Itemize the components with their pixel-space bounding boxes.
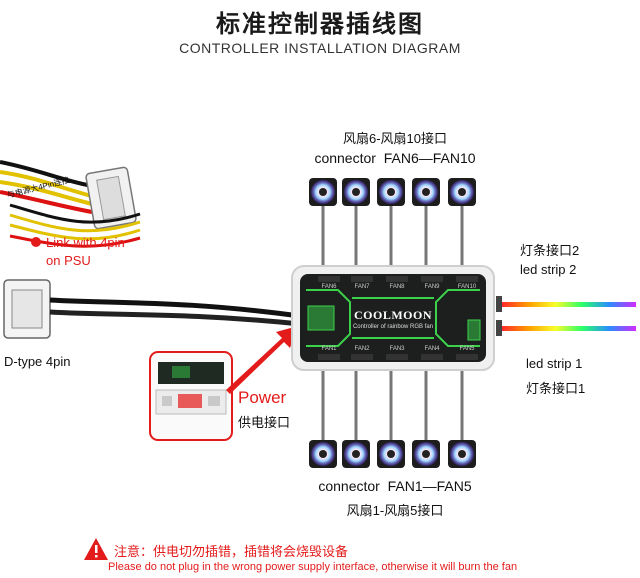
fan-icon [377, 440, 405, 468]
power-label-en: Power [238, 388, 287, 407]
port-label: FAN9 [424, 284, 440, 290]
controller-body [291, 265, 495, 371]
led-strip-1-label-cn: 灯条接口1 [526, 381, 586, 396]
led-strip-1-label-en: led strip 1 [526, 356, 583, 371]
fan-icon [412, 178, 440, 206]
dtype-label: D-type 4pin [4, 354, 71, 369]
warning-triangle-icon [84, 538, 108, 560]
bottom-fans [309, 440, 476, 468]
psu-molex-connector [0, 160, 141, 248]
power-inset [149, 351, 233, 441]
fan-icon [309, 178, 337, 206]
psu-link-label: Link with 4pin on PSU [46, 235, 125, 268]
title-english: CONTROLLER INSTALLATION DIAGRAM [179, 40, 461, 56]
bottom-fan-cables [321, 370, 464, 440]
port-label: FAN7 [354, 284, 370, 290]
fan-icon [448, 440, 476, 468]
fan-icon [342, 440, 370, 468]
top-connector-label-cn: 风扇6-风扇10接口 [342, 131, 448, 146]
port-label: FAN3 [389, 346, 405, 352]
led-strip-2-label-en: led strip 2 [520, 262, 577, 277]
led-strip-2-label-cn: 灯条接口2 [520, 243, 580, 258]
fan-icon [377, 178, 405, 206]
title-chinese: 标准控制器插线图 [216, 10, 424, 38]
warning-text-en: Please do not plug in the wrong power su… [108, 561, 518, 573]
power-label-cn: 供电接口 [238, 415, 291, 430]
controller-subtitle: Controller of rainbow RGB fan [352, 324, 434, 330]
link-dot-icon [31, 237, 41, 247]
port-label: FAN4 [424, 346, 440, 352]
top-fans [309, 178, 476, 206]
top-connector-label-en: connector FAN6—FAN10 [314, 150, 476, 166]
port-label: FAN1 [321, 346, 337, 352]
fan-icon [412, 440, 440, 468]
port-label: FAN10 [457, 284, 477, 290]
bottom-connector-label-en: connector FAN1—FAN5 [318, 478, 472, 494]
fan-icon [309, 440, 337, 468]
fan-icon [342, 178, 370, 206]
top-fan-cables [321, 206, 464, 272]
dtype-4pin-connector [3, 279, 301, 339]
port-label: FAN2 [354, 346, 370, 352]
fan-icon [448, 178, 476, 206]
bottom-connector-label-cn: 风扇1-风扇5接口 [346, 503, 444, 518]
port-label: FAN6 [321, 284, 337, 290]
port-label: FAN5 [459, 346, 475, 352]
led-strip-2 [496, 296, 636, 312]
led-strip-1 [496, 320, 636, 336]
warning-text-cn: 注意：供电切勿插错，插错将会烧毁设备 [114, 544, 349, 559]
port-label: FAN8 [389, 284, 405, 290]
controller-brand: COOLMOON [354, 308, 432, 322]
power-arrow-icon [226, 326, 298, 394]
